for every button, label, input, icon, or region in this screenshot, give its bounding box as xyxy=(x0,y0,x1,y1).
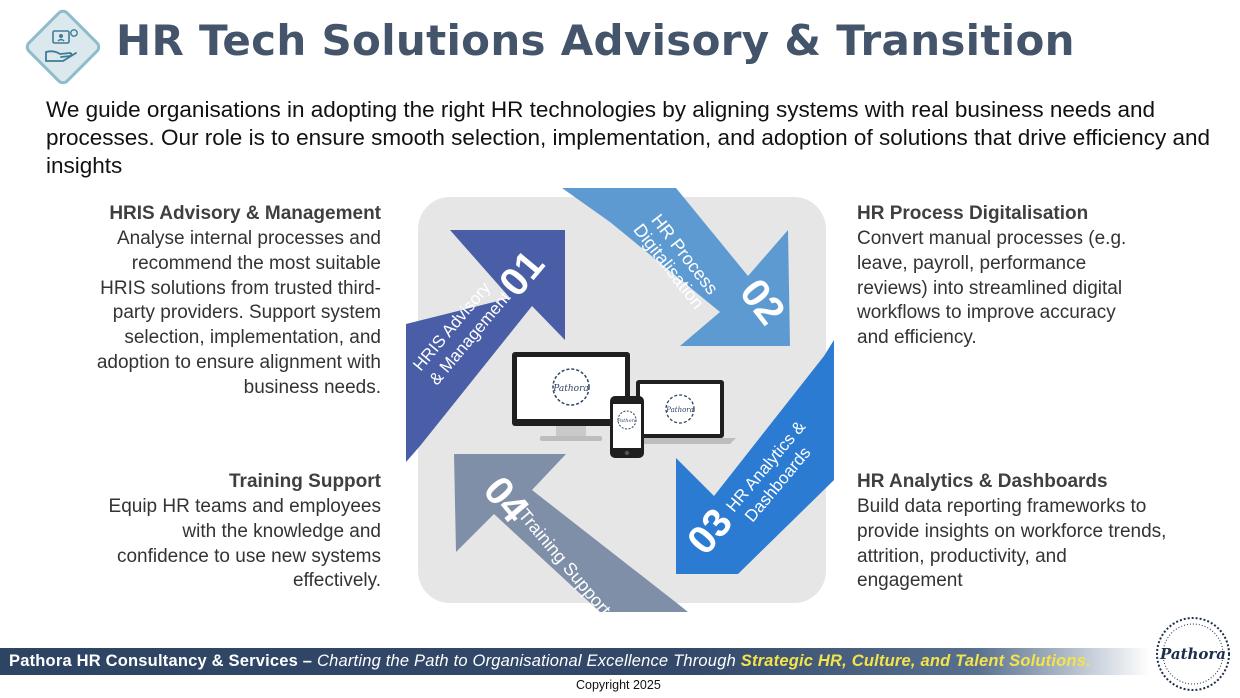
phone-logo-text: Pathora xyxy=(616,418,637,424)
footer-company-name: Pathora HR Consultancy & Services – xyxy=(9,652,317,670)
hr-process-digitalisation-section: HR Process Digitalisation Convert manual… xyxy=(857,202,1147,351)
pathora-seal-logo-icon: Pathora xyxy=(1156,617,1230,691)
monitor-logo-text: Pathora xyxy=(552,384,589,394)
page-title: HR Tech Solutions Advisory & Transition xyxy=(116,16,1075,65)
cycle-diagram: HR Process Digitalisation 02 HRIS Adviso… xyxy=(406,188,834,618)
footer-bar xyxy=(0,648,1150,675)
hr-process-digitalisation-title: HR Process Digitalisation xyxy=(857,203,1089,224)
footer-tagline: Pathora HR Consultancy & Services – Char… xyxy=(9,652,1091,671)
footer-tagline-highlight: Strategic HR, Culture, and Talent Soluti… xyxy=(740,652,1091,670)
hris-advisory-description: Analyse internal processes and recommend… xyxy=(96,228,381,398)
hr-process-digitalisation-description: Convert manual processes (e.g. leave, pa… xyxy=(857,228,1127,349)
devices-illustration: Pathora Pathora Pathora xyxy=(512,352,736,458)
hr-analytics-description: Build data reporting frameworks to provi… xyxy=(857,496,1167,592)
laptop-logo-text: Pathora xyxy=(665,406,694,414)
hr-analytics-section: HR Analytics & Dashboards Build data rep… xyxy=(857,470,1167,594)
training-support-description: Equip HR teams and employees with the kn… xyxy=(108,496,381,592)
hris-advisory-title: HRIS Advisory & Management xyxy=(109,203,381,224)
hr-analytics-title: HR Analytics & Dashboards xyxy=(857,471,1108,492)
hr-tech-logo-icon xyxy=(25,9,101,85)
training-support-title: Training Support xyxy=(229,471,381,492)
hris-advisory-section: HRIS Advisory & Management Analyse inter… xyxy=(90,202,381,401)
seal-text: Pathora xyxy=(1159,645,1226,663)
copyright-text: Copyright 2025 xyxy=(576,678,661,692)
footer-tagline-main: Charting the Path to Organisational Exce… xyxy=(316,652,741,670)
intro-paragraph: We guide organisations in adopting the r… xyxy=(46,97,1210,178)
training-support-section: Training Support Equip HR teams and empl… xyxy=(100,470,381,594)
